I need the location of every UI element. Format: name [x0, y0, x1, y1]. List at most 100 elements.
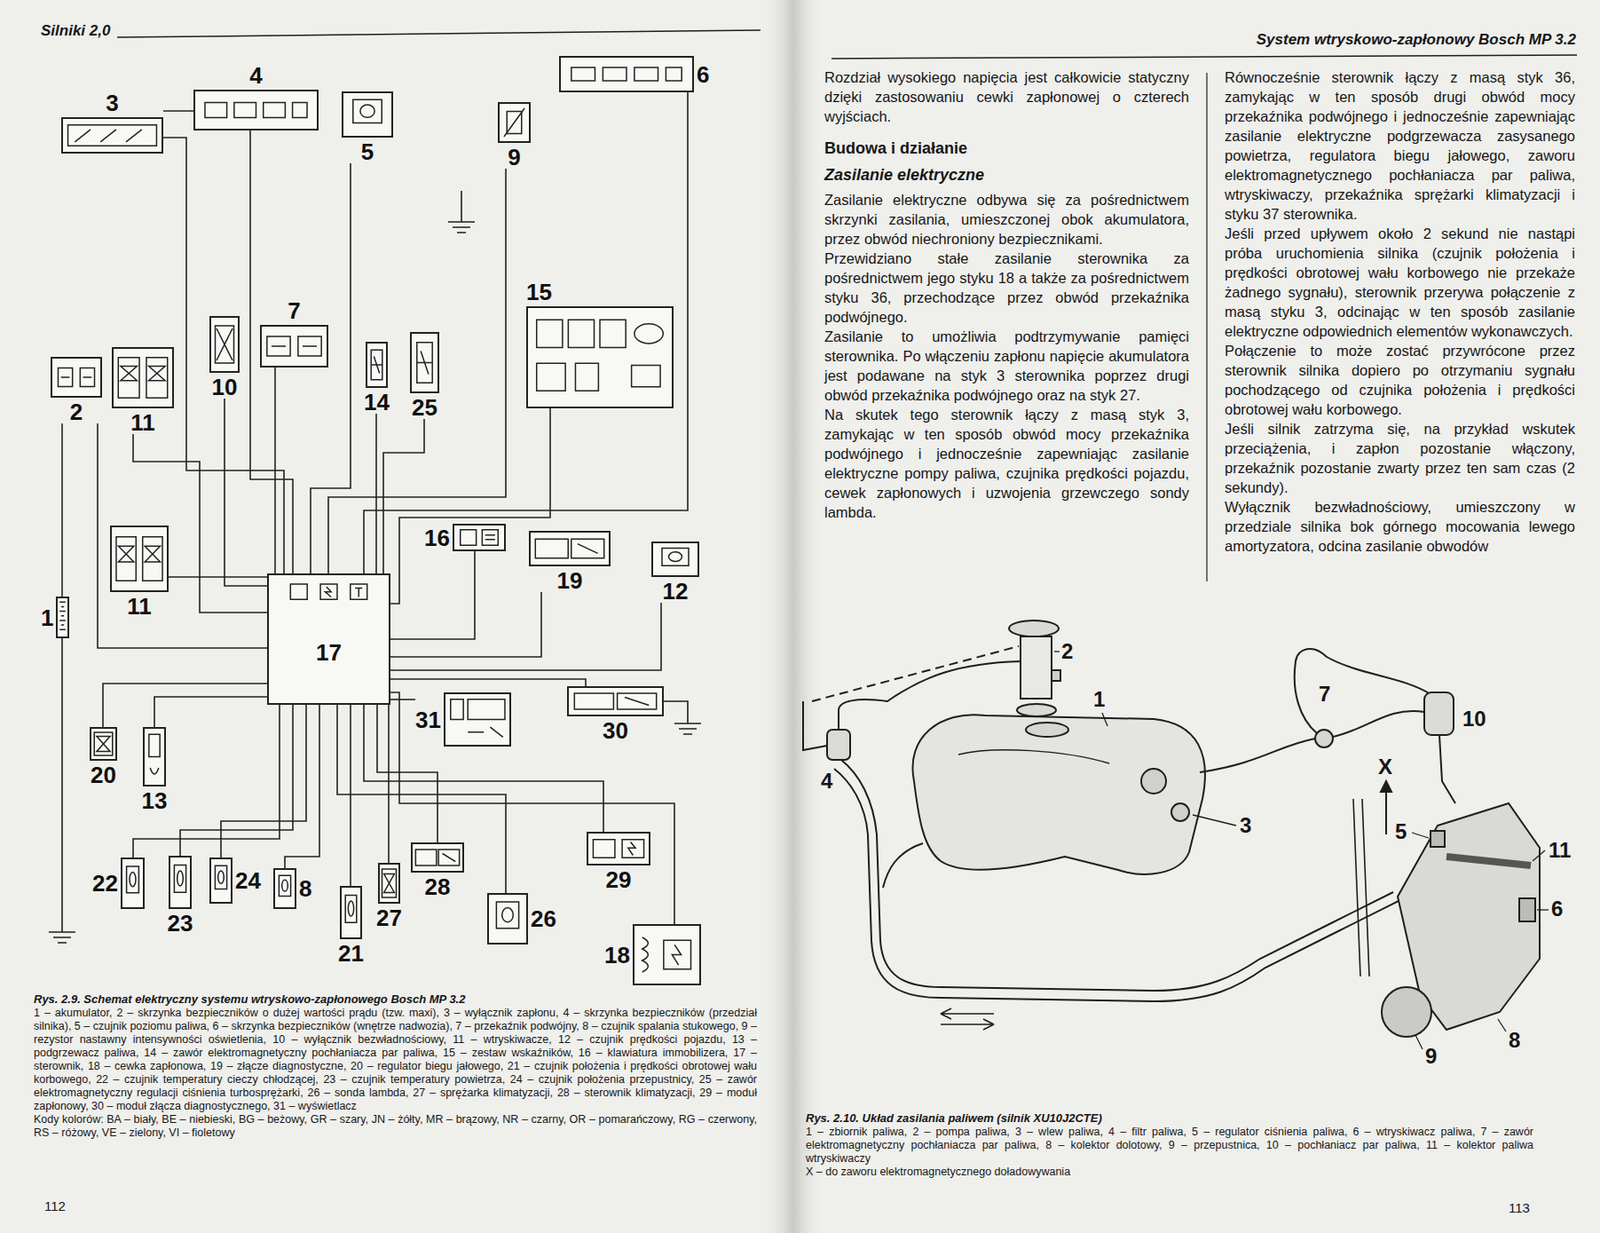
- injector-symbol-part-part: [118, 357, 140, 399]
- wire-part: [390, 678, 586, 686]
- injector: [1519, 898, 1536, 922]
- wire-part: [310, 163, 351, 574]
- figure-caption: Rys. 2.9. Schemat elektryczny systemu wt…: [33, 992, 757, 1007]
- callout-number: 23: [167, 911, 194, 935]
- fuel-system-illustration-part: [958, 749, 1110, 764]
- callout-number: 24: [235, 868, 261, 892]
- component: 11: [110, 525, 169, 618]
- callout-number: 2: [1061, 640, 1073, 663]
- wire: [310, 163, 351, 574]
- leader-line-part: [1415, 1034, 1423, 1049]
- wire-part: [154, 696, 268, 727]
- wire: [97, 423, 268, 648]
- component: 24: [209, 857, 261, 904]
- wire: [62, 423, 64, 597]
- body-paragraph: Jeśli silnik zatrzyma się, na przykład w…: [1224, 418, 1576, 497]
- heater-symbol-part-part: [149, 767, 159, 774]
- callout-number: 11: [1548, 839, 1571, 861]
- wire: [284, 704, 320, 868]
- fuel-system-illustration-part: [1016, 703, 1057, 717]
- component: 23: [167, 855, 194, 935]
- body-paragraph: Jeśli przed upływem około 2 sekund nie n…: [1224, 223, 1576, 341]
- callout-number: 25: [411, 395, 438, 419]
- fuse-box-symbol-part-part: [571, 67, 596, 81]
- fuel-system-illustration-part: [1294, 648, 1431, 734]
- callout-number: 5: [1395, 820, 1407, 843]
- header-rule-part: [1205, 72, 1207, 582]
- fuel-pump: [1008, 620, 1059, 637]
- pressure-regulator: [1430, 830, 1445, 847]
- instrument-cluster-symbol-part-part: [599, 319, 626, 347]
- compressor-symbol-part-part: [381, 868, 396, 898]
- idle-regulator-symbol-part-part: [96, 736, 111, 752]
- component: 16: [424, 523, 506, 552]
- callout-number: 30: [602, 718, 629, 742]
- speed-sensor-symbol-part: [653, 543, 698, 576]
- wire-part: [224, 398, 268, 586]
- wire-part: [390, 408, 551, 604]
- caption-legend: 1 – akumulator, 2 – skrzynka bezpiecznik…: [33, 1006, 757, 1113]
- connector-symbol-part-part: [577, 543, 599, 554]
- callout-number: 16: [424, 526, 450, 550]
- wire-part: [363, 92, 688, 574]
- text-block: System wtryskowo-zapłonowy Bosch MP 3.2: [1224, 30, 1577, 50]
- ignition-coil-symbol-part-part: [642, 937, 649, 972]
- callout-number: 15: [526, 280, 552, 304]
- leader-line-part: [1411, 832, 1429, 838]
- inertia-switch-symbol-part-part: [215, 325, 235, 363]
- keypad-symbol-part-part: [460, 529, 477, 545]
- wire-part: [133, 704, 280, 858]
- ignition-module-symbol-part-part: [628, 842, 636, 856]
- diagnostic-module-symbol-part-part: [574, 693, 614, 710]
- ignition-module-symbol-part-part: [622, 839, 644, 858]
- component: 31: [415, 692, 512, 747]
- injector-symbol-part: [111, 527, 167, 591]
- component: 18: [604, 923, 702, 986]
- body-paragraph: Wyłącznik bezwładnościowy, umieszczony w…: [1224, 496, 1576, 556]
- maxi-fuse-box-symbol: [50, 356, 103, 398]
- ignition-coil-symbol-part-part: [663, 939, 692, 970]
- ignition-coil-symbol-part-part: [671, 944, 681, 965]
- leader-line-part: [1532, 850, 1545, 861]
- fuel-system-illustration-part: [838, 661, 1021, 730]
- wire-part: [284, 704, 320, 868]
- maxi-fuse-box-symbol-part-part: [61, 376, 93, 379]
- callout-number: 7: [1318, 683, 1331, 705]
- component: 8: [273, 867, 312, 909]
- fuel-system-illustration-part: [1025, 722, 1069, 737]
- fuse-box-symbol-part-part: [204, 102, 228, 119]
- solenoid-valve-symbol: [365, 341, 388, 388]
- connector-symbol-part-part: [571, 538, 605, 559]
- wire: [275, 367, 276, 574]
- wire-part: [97, 423, 268, 648]
- ignition-coil-symbol: [632, 923, 702, 986]
- wire-part: [274, 367, 276, 574]
- component: 6: [559, 55, 710, 93]
- callout-number: 8: [1508, 1029, 1521, 1051]
- ground-wire-part: [48, 931, 76, 943]
- callout-number: 21: [338, 941, 364, 965]
- wire: [388, 704, 390, 863]
- throttle-sensor-symbol-part-part: [214, 865, 227, 889]
- wire-part: [390, 692, 675, 924]
- callout-number: 8: [299, 876, 312, 900]
- component: 22: [92, 857, 145, 909]
- wire: [376, 413, 378, 574]
- wire: [220, 704, 307, 858]
- knock-sensor-symbol-part-part: [278, 874, 291, 896]
- ignition-module-symbol: [586, 831, 651, 866]
- throttle-sensor-symbol-part: [211, 859, 231, 902]
- injector-symbol-part-part: [116, 536, 136, 582]
- compressor-symbol-part: [379, 864, 399, 902]
- heater-symbol: [142, 726, 166, 787]
- canister: [1424, 692, 1454, 735]
- solenoid-valve-symbol-part: [367, 343, 387, 387]
- text-block: 112: [44, 1198, 134, 1214]
- wire-part: [390, 602, 662, 670]
- component: 13: [141, 726, 168, 812]
- fuse-box-symbol: [193, 89, 319, 131]
- solenoid-valve-symbol: [409, 331, 440, 394]
- instrument-cluster-symbol-part-part: [536, 362, 566, 391]
- caption-legend: 1 – zbiornik paliwa, 2 – pompa paliwa, 3…: [805, 1125, 1534, 1166]
- relay-symbol-part: [261, 326, 327, 366]
